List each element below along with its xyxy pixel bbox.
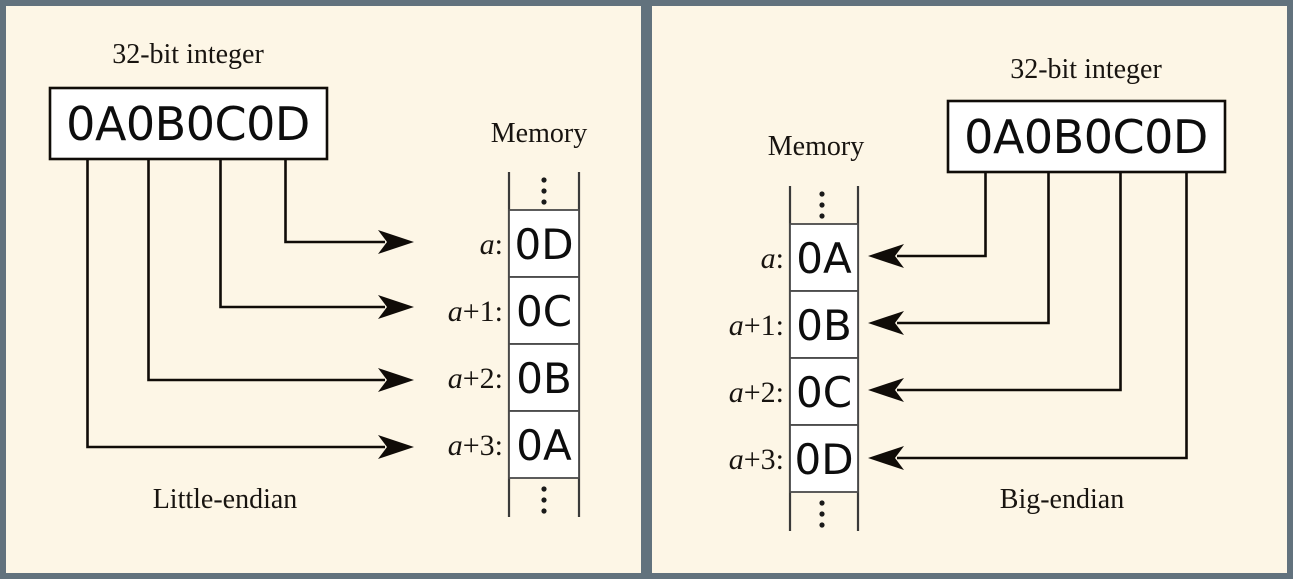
big-endian-caption: Big-endian	[1000, 484, 1124, 515]
big-endian-address-0-offset: :	[776, 242, 784, 275]
little-endian-integer-box	[48, 86, 329, 161]
little-endian-memory-label: Memory	[491, 118, 587, 149]
big-endian-arrowhead-3	[868, 446, 904, 470]
big-endian-wire-byte-0C	[897, 172, 1122, 392]
little-endian-caption: Little-endian	[153, 484, 298, 515]
little-endian-integer-value: 0A0B0C0D	[66, 97, 310, 151]
big-endian-byte-2: 0C	[796, 368, 852, 417]
big-endian-address-2-base: a	[729, 376, 744, 409]
little-endian-address-3-base: a	[448, 429, 463, 462]
little-endian-address-3-offset: +3:	[463, 429, 503, 462]
little-endian-arrowhead-0	[378, 230, 414, 254]
big-endian-address-3-base: a	[729, 443, 744, 476]
big-endian-address-1-base: a	[729, 309, 744, 342]
big-endian-byte-3: 0D	[794, 435, 853, 484]
little-endian-integer-title: 32-bit integer	[112, 39, 264, 70]
big-endian-cell-1[interactable]	[789, 290, 859, 359]
little-endian-wire-byte-0D	[284, 159, 385, 244]
big-endian-integer-box	[946, 99, 1227, 174]
little-endian-byte-0: 0D	[514, 220, 573, 269]
big-endian-ellipsis-top	[819, 191, 825, 219]
little-endian-address-3: a+3:	[448, 429, 503, 462]
little-endian-address-1-offset: +1:	[463, 295, 503, 328]
little-endian-arrowhead-1	[378, 295, 414, 319]
big-endian-arrowhead-1	[868, 311, 904, 335]
big-endian-memory-label: Memory	[768, 131, 864, 162]
panel-little-endian: 32-bit integer 0A0B0C0D Memory 0D 0C	[6, 6, 641, 573]
big-endian-address-3-offset: +3:	[744, 443, 784, 476]
big-endian-byte-1: 0B	[796, 301, 852, 350]
little-endian-byte-3: 0A	[516, 421, 572, 470]
little-endian-ellipsis-bottom	[541, 486, 547, 514]
little-endian-address-2-base: a	[448, 362, 463, 395]
little-endian-address-2-offset: +2:	[463, 362, 503, 395]
little-endian-address-1: a+1:	[448, 295, 503, 328]
little-endian-address-0: a:	[480, 228, 503, 261]
little-endian-wire-byte-0C	[219, 159, 385, 309]
big-endian-integer-value: 0A0B0C0D	[964, 110, 1208, 164]
big-endian-arrowhead-2	[868, 378, 904, 402]
big-endian-cell-3[interactable]	[789, 424, 859, 493]
panel-big-endian-background	[652, 6, 1287, 573]
big-endian-address-2-offset: +2:	[744, 376, 784, 409]
little-endian-address-2: a+2:	[448, 362, 503, 395]
little-endian-wire-byte-0B	[147, 159, 385, 382]
big-endian-cell-2[interactable]	[789, 357, 859, 426]
big-endian-cell-0[interactable]	[789, 223, 859, 292]
big-endian-ellipsis-bottom	[819, 500, 825, 528]
panel-big-endian: 32-bit integer 0A0B0C0D Memory 0A 0B	[652, 6, 1287, 573]
little-endian-wire-byte-0A	[86, 159, 385, 449]
little-endian-ellipsis-top	[541, 177, 547, 205]
big-endian-wire-byte-0A	[897, 172, 987, 258]
big-endian-wire-byte-0D	[897, 172, 1188, 460]
little-endian-address-0-base: a	[480, 228, 495, 261]
little-endian-cell-2[interactable]	[508, 343, 580, 412]
little-endian-address-0-offset: :	[495, 228, 503, 261]
little-endian-arrowhead-2	[378, 368, 414, 392]
big-endian-address-1: a+1:	[729, 309, 784, 342]
big-endian-address-1-offset: +1:	[744, 309, 784, 342]
little-endian-address-1-base: a	[448, 295, 463, 328]
big-endian-address-3: a+3:	[729, 443, 784, 476]
big-endian-address-0: a:	[761, 242, 784, 275]
little-endian-byte-1: 0C	[516, 287, 572, 336]
big-endian-address-0-base: a	[761, 242, 776, 275]
big-endian-address-2: a+2:	[729, 376, 784, 409]
big-endian-arrowhead-0	[868, 244, 904, 268]
big-endian-wire-byte-0B	[897, 172, 1050, 325]
little-endian-cell-3[interactable]	[508, 410, 580, 479]
big-endian-byte-0: 0A	[796, 234, 852, 283]
little-endian-arrowhead-3	[378, 435, 414, 459]
little-endian-byte-2: 0B	[516, 354, 572, 403]
big-endian-integer-title: 32-bit integer	[1010, 54, 1162, 85]
little-endian-cell-1[interactable]	[508, 276, 580, 345]
